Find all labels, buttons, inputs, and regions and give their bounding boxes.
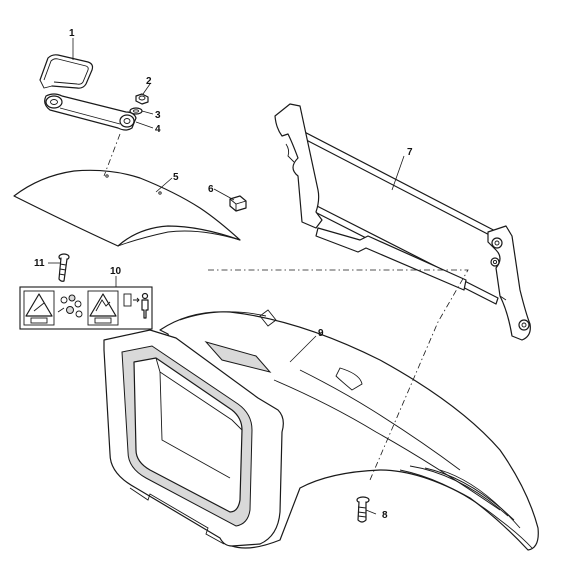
callout-8: 8 [382,510,388,521]
callout-11: 11 [34,258,45,269]
wire-handle-icon [39,54,94,89]
washer-icon [129,107,143,115]
callout-labels: 1 2 3 4 5 6 7 8 9 10 11 [34,28,413,521]
assembly-centerlines [103,133,469,481]
clip-icon [229,195,247,212]
callout-5: 5 [173,172,179,183]
nut-icon [135,93,149,105]
callout-7: 7 [407,147,413,158]
callout-10: 10 [110,266,122,277]
leader-lines [48,38,405,515]
callout-4: 4 [155,124,161,135]
discharge-chute-icon [103,309,539,551]
mounting-bracket-icon [274,103,531,341]
latch-arm-icon [44,93,137,131]
callout-3: 3 [155,110,161,121]
warning-decal [19,286,153,330]
callout-6: 6 [208,184,214,195]
bolt-icon [58,253,70,282]
cover-plate-icon [13,169,241,247]
callout-9: 9 [318,328,324,339]
bolt-icon [356,496,370,523]
callout-1: 1 [69,28,75,39]
callout-2: 2 [146,76,152,87]
